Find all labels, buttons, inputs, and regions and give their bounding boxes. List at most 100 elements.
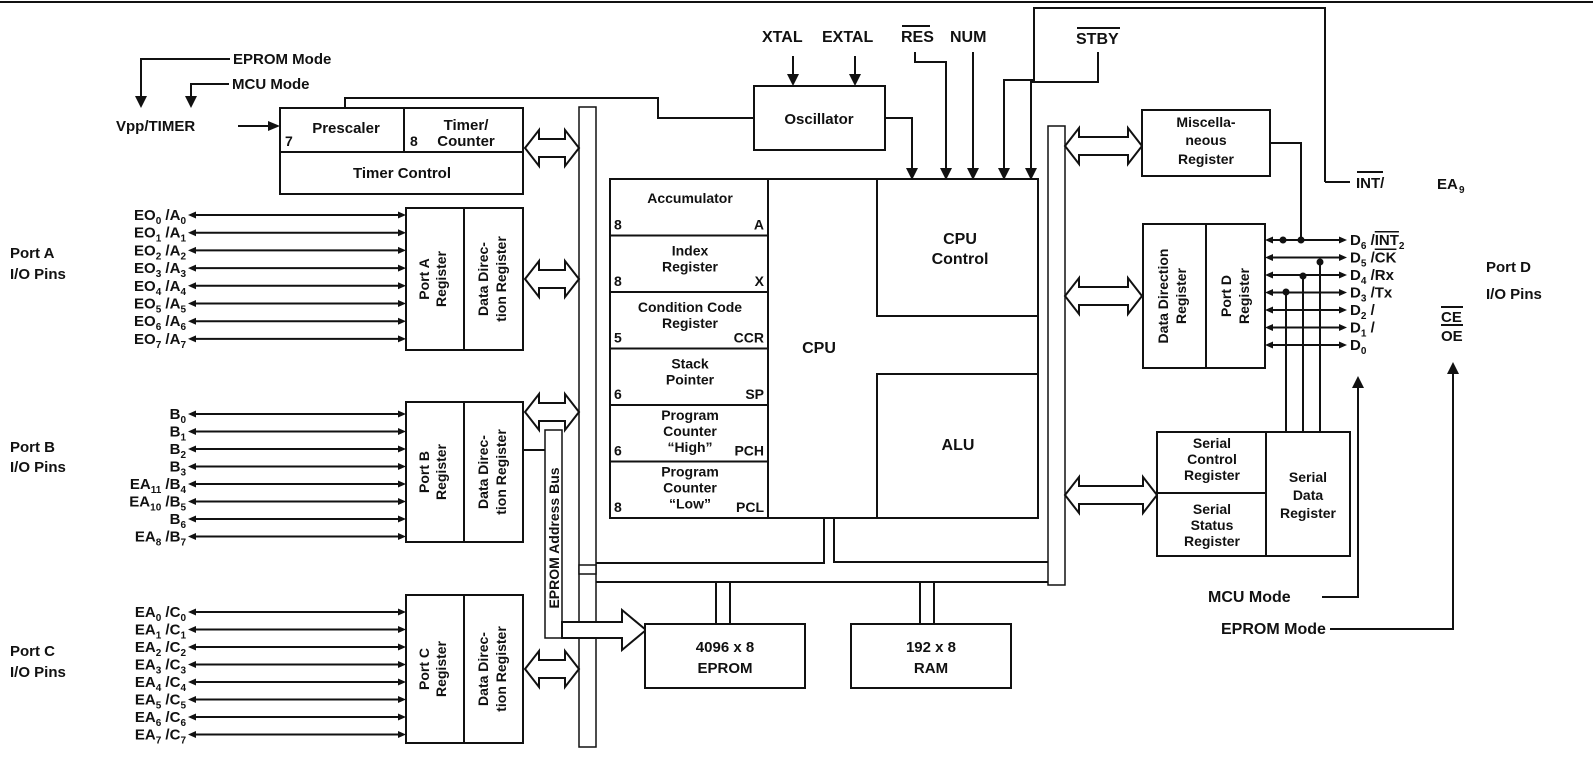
pin-label: EA11 /B4 <box>130 476 187 496</box>
pin-label: EA7 /C7 <box>135 727 187 747</box>
oscillator-box <box>753 85 886 151</box>
pin-arrow-out <box>188 300 196 307</box>
pin-arrow-in <box>398 428 406 435</box>
register-tag: CCR <box>734 330 764 346</box>
pin-arrow-in <box>398 643 406 651</box>
eprom-memory-block <box>644 623 806 689</box>
pin-arrow-in <box>398 264 406 272</box>
mcu-mode-right-label: MCU Mode <box>1208 589 1291 606</box>
port-a-register-label-2: Register <box>433 250 449 307</box>
register-bits: 5 <box>614 330 622 346</box>
serial-status-label-2: Status <box>1191 517 1234 533</box>
pin-label: EA10 /B5 <box>129 494 186 514</box>
cpu-control-label-1: CPU <box>943 231 977 248</box>
pin-arrow-out <box>1339 324 1347 331</box>
pin-arrow-out <box>188 282 196 290</box>
pin-label: EA8 /B7 <box>135 529 187 549</box>
oscillator-label: Oscillator <box>784 111 853 128</box>
pin-label: EA4 /C4 <box>135 674 187 694</box>
stby-arrow <box>1025 168 1037 180</box>
pin-label: D1 / <box>1350 320 1376 340</box>
oe-label: OE <box>1441 328 1463 345</box>
port-b-label: Port B <box>10 439 55 456</box>
pin-label: EO1 /A1 <box>134 225 186 245</box>
pin-arrow-out <box>188 463 196 470</box>
cpu-control-label-2: Control <box>932 251 989 268</box>
register-tag: A <box>754 217 764 233</box>
pin-label: EA0 /C0 <box>135 604 187 624</box>
pin-label: EO6 /A6 <box>134 313 186 333</box>
serial-d4-junction <box>1316 258 1324 266</box>
counter-label-1: Timer/ <box>444 117 490 134</box>
register-label: Program <box>661 464 719 480</box>
pin-arrow-in <box>398 731 406 738</box>
serial-data-label-3: Register <box>1280 505 1337 521</box>
pin-arrow-in <box>1265 271 1273 279</box>
int-line <box>1003 7 1350 183</box>
port-d-label: Port D <box>1486 259 1531 276</box>
eprom-address-bus-label: EPROM Address Bus <box>546 467 562 608</box>
d6-junction <box>1279 236 1287 244</box>
mcu-mode-left-line <box>190 83 229 100</box>
pin-arrow-in <box>398 445 406 453</box>
pin-arrow-out <box>188 211 196 219</box>
pin-arrow-in <box>398 300 406 307</box>
pin-arrow-in <box>398 317 406 325</box>
port-b-bus-arrow <box>523 391 581 433</box>
pin-arrow-in <box>398 515 406 523</box>
right-internal-bus <box>1047 125 1066 586</box>
pin-arrow-in <box>398 463 406 470</box>
serial-d2-junction <box>1282 288 1290 296</box>
left-internal-bus <box>578 106 597 748</box>
serial-status-label-1: Serial <box>1193 501 1231 517</box>
ram-size-label: 192 x 8 <box>906 639 956 656</box>
pin-arrow-out <box>188 264 196 272</box>
register-bits: 8 <box>614 499 622 515</box>
pin-label: EO5 /A5 <box>134 296 186 316</box>
eprom-mode-right-label: EPROM Mode <box>1221 621 1326 638</box>
misc-to-d6-line <box>1270 142 1302 237</box>
extal-label: EXTAL <box>822 29 873 46</box>
timer-control-label: Timer Control <box>353 165 451 182</box>
register-label: Program <box>661 407 719 423</box>
register-label: Counter <box>663 480 717 496</box>
port-b-register-label-1: Port B <box>416 451 432 493</box>
cpu-control-border <box>876 179 1038 317</box>
pin-label: EO3 /A3 <box>134 260 186 280</box>
serial-status-label-3: Register <box>1184 533 1241 549</box>
serial-data-label-1: Serial <box>1289 469 1327 485</box>
serial-d3-junction <box>1299 272 1307 280</box>
pin-label: B1 <box>170 424 187 444</box>
pin-label: B2 <box>170 441 187 461</box>
port-d-register-label-2: Register <box>1236 267 1252 324</box>
pin-label: B6 <box>170 511 187 531</box>
timer-bus-arrow <box>523 127 581 169</box>
eprom-mode-left-label: EPROM Mode <box>233 51 331 68</box>
counter-bits: 8 <box>410 133 418 149</box>
vpp-timer-label: Vpp/TIMER <box>116 118 195 135</box>
mcu-mode-left-arrow <box>185 96 197 108</box>
pin-arrow-in <box>398 246 406 254</box>
mcu-mode-right-line <box>1322 384 1359 598</box>
pin-label: EA1 /C1 <box>135 622 187 642</box>
register-label: Register <box>662 259 719 275</box>
port-d-bus-arrow <box>1063 275 1144 317</box>
register-bits: 6 <box>614 443 622 459</box>
port-d-register-block <box>1142 223 1266 369</box>
pin-arrow-in <box>398 282 406 290</box>
pin-label: B3 <box>170 459 187 479</box>
res-line <box>914 52 947 172</box>
port-d-pins-label: I/O Pins <box>1486 286 1542 303</box>
port-b-ddr-label-1: Data Direc- <box>475 435 491 509</box>
vpp-arrow <box>268 121 280 131</box>
eprom-label: EPROM <box>697 660 752 677</box>
port-c-ddr-label-1: Data Direc- <box>475 632 491 706</box>
cpu-to-right-bus-line <box>833 518 1050 563</box>
pin-arrow-in <box>1265 254 1273 261</box>
xtal-label: XTAL <box>762 29 803 46</box>
pin-arrow-in <box>398 626 406 633</box>
res-label: RES <box>901 29 934 46</box>
pin-arrow-out <box>188 229 196 237</box>
pin-arrow-out <box>188 515 196 523</box>
